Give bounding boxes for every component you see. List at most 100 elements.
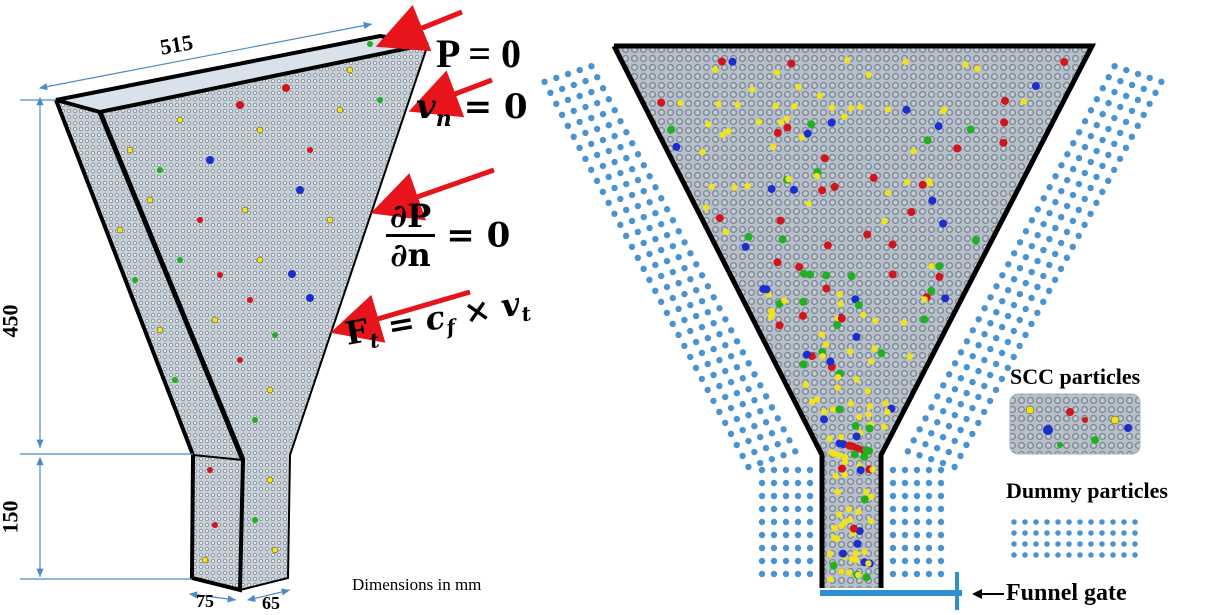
funnel-gate <box>820 572 1004 610</box>
scc-particle <box>839 549 848 558</box>
scc-particle <box>881 217 888 225</box>
dummy-particle <box>617 195 624 203</box>
legend-dummy-dot <box>1055 530 1061 536</box>
dummy-particle <box>762 393 770 400</box>
right-scc-particles <box>657 56 1069 583</box>
dummy-particle <box>611 210 618 218</box>
dummy-particle <box>782 518 790 526</box>
legend-dummy-dot <box>1022 552 1028 558</box>
dim-spout-side: 65 <box>262 593 280 613</box>
dummy-particle <box>663 309 671 317</box>
dummy-particle <box>1122 92 1130 100</box>
legend-dummy-dot <box>1066 541 1072 547</box>
scc-particle <box>904 179 911 186</box>
legend-dummy-dot <box>1077 541 1083 547</box>
dummy-particle <box>599 188 607 196</box>
scc-particle <box>837 464 846 473</box>
dummy-particle <box>806 466 814 474</box>
dummy-particle <box>1075 129 1083 136</box>
dummy-particle <box>922 441 929 448</box>
dummy-particle <box>751 448 758 456</box>
dummy-particle <box>652 287 659 295</box>
dummy-particle <box>945 397 953 404</box>
dummy-particle <box>628 165 636 173</box>
dummy-particle <box>1069 243 1076 251</box>
dummy-particle <box>1134 122 1141 130</box>
scc-particle <box>829 561 838 570</box>
scc-particle <box>999 138 1008 147</box>
scc-particle <box>851 421 860 430</box>
dummy-particle <box>1134 70 1142 78</box>
dummy-particle <box>710 294 717 301</box>
scc-particle <box>798 311 807 320</box>
dummy-particle <box>969 430 976 438</box>
dummy-particle <box>1069 165 1077 173</box>
dummy-particle <box>1152 89 1159 97</box>
dummy-particle <box>993 334 1000 342</box>
dummy-particle <box>1040 272 1047 280</box>
dummy-particle <box>1045 287 1053 295</box>
scc-particle <box>925 177 933 185</box>
dummy-particle <box>774 415 781 422</box>
dummy-particle <box>937 479 945 487</box>
dummy-particle <box>733 441 740 449</box>
dummy-particle <box>1016 264 1024 272</box>
scc-particle <box>755 118 763 126</box>
dummy-particle <box>628 243 636 251</box>
legend-dummy-dot <box>1022 541 1028 547</box>
dummy-particle <box>733 415 741 423</box>
dummy-particle <box>1034 283 1041 291</box>
scc-particle <box>928 262 935 270</box>
dummy-particle <box>794 557 802 565</box>
dummy-particle <box>937 544 945 552</box>
dummy-particle <box>704 386 711 394</box>
scc-particle <box>822 341 830 348</box>
dummy-particle <box>1064 151 1071 158</box>
dummy-particle <box>1081 169 1089 177</box>
dummy-particle <box>716 305 723 312</box>
dummy-particle <box>1093 147 1100 155</box>
dummy-particle <box>634 228 642 236</box>
dummy-particle <box>770 492 778 500</box>
dummy-particle <box>945 371 953 378</box>
dummy-particle <box>951 411 959 419</box>
legend-scc-label: SCC particles <box>1010 364 1141 389</box>
dummy-particle <box>963 364 970 371</box>
dummy-particle <box>576 66 583 74</box>
dummy-particle <box>937 570 945 578</box>
dummy-particle <box>925 479 933 487</box>
bc-gradient-label: ∂P ∂n = 0 <box>386 200 510 271</box>
dummy-particle <box>1016 342 1023 350</box>
legend-dummy-label: Dummy particles <box>1006 478 1168 503</box>
scc-particle <box>826 357 835 366</box>
dummy-particle <box>727 327 735 334</box>
scc-particle <box>971 236 980 245</box>
scc-particle <box>833 321 842 330</box>
dummy-particle <box>1051 250 1059 258</box>
dummy-particle <box>623 180 630 188</box>
dummy-particle <box>1016 290 1024 298</box>
dummy-particle <box>901 557 909 565</box>
dummy-particle <box>1123 66 1130 74</box>
dummy-particle <box>716 408 723 416</box>
dummy-particle <box>963 389 970 397</box>
dummy-particle <box>1022 331 1029 339</box>
dummy-particle <box>681 264 688 272</box>
dummy-particle <box>605 147 612 155</box>
scc-particle <box>920 315 929 324</box>
dummy-particle <box>669 268 677 276</box>
dim-lower-height: 150 <box>0 500 23 534</box>
scc-particle <box>785 175 792 183</box>
dummy-particle <box>806 544 814 552</box>
dummy-particle <box>782 492 790 500</box>
legend-dummy-dot <box>1044 519 1050 525</box>
dummy-particle <box>1075 180 1083 188</box>
dim-spout-front: 75 <box>196 591 214 611</box>
scc-particle <box>813 396 821 403</box>
dummy-particle <box>646 250 653 258</box>
dummy-particle <box>692 286 700 294</box>
legend-dummy-dot <box>1132 552 1138 558</box>
bc-grad-numerator: ∂P <box>386 200 436 237</box>
scc-particle <box>907 207 916 216</box>
dummy-particle <box>806 531 814 539</box>
